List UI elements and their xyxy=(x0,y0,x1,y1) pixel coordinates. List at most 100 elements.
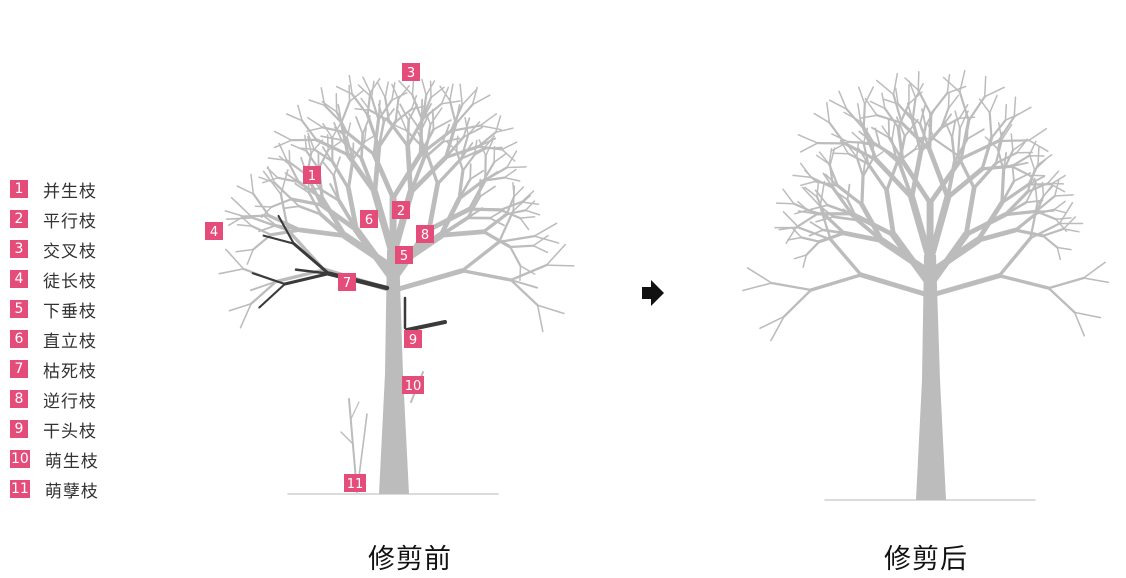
branch xyxy=(519,216,536,219)
branch xyxy=(858,130,875,145)
branch xyxy=(1054,194,1074,197)
branch xyxy=(348,90,364,103)
branch xyxy=(1073,311,1102,319)
branch xyxy=(314,138,350,157)
marker-badge xyxy=(360,210,378,228)
branch xyxy=(297,104,303,122)
branch xyxy=(285,113,303,122)
branch xyxy=(917,70,920,91)
branch xyxy=(422,103,432,120)
branch xyxy=(809,204,829,211)
branch xyxy=(1002,152,1007,172)
branch xyxy=(278,142,288,162)
branch xyxy=(951,119,957,139)
branch xyxy=(927,156,964,206)
branch-marker: 3 xyxy=(402,63,420,81)
marker-number: 10 xyxy=(405,379,422,394)
marker-badge xyxy=(395,246,413,264)
legend-label: 枯死枝 xyxy=(43,361,97,382)
branch xyxy=(228,303,252,312)
branch xyxy=(351,93,369,117)
branch xyxy=(846,183,851,201)
branch xyxy=(900,158,933,206)
branch xyxy=(832,215,859,222)
branch xyxy=(261,213,277,227)
branch xyxy=(372,118,381,157)
branch xyxy=(1028,174,1046,177)
branch xyxy=(944,121,953,139)
branch xyxy=(967,95,986,122)
branch xyxy=(849,211,896,238)
legend-item: 11 萌孽枝 xyxy=(10,474,140,504)
branch xyxy=(933,138,960,157)
branch xyxy=(545,243,566,266)
branch xyxy=(394,97,400,123)
branch xyxy=(269,228,302,237)
branch xyxy=(972,161,998,190)
branch xyxy=(319,196,348,239)
branch xyxy=(883,107,900,129)
branch xyxy=(782,211,800,229)
branch-marker: 10 xyxy=(402,376,424,394)
branch xyxy=(368,109,391,123)
branch xyxy=(1010,165,1031,177)
legend-item: 4 徒长枝 xyxy=(10,264,140,294)
branch xyxy=(273,139,293,149)
branch xyxy=(469,163,472,181)
branch xyxy=(1050,174,1066,185)
branch xyxy=(1004,112,1021,121)
branch xyxy=(506,166,527,169)
branch xyxy=(918,122,932,152)
marker-number: 8 xyxy=(421,228,429,243)
branch xyxy=(503,168,517,179)
branch xyxy=(354,108,371,111)
branch xyxy=(1010,161,1029,168)
branch xyxy=(376,81,386,99)
branch xyxy=(411,93,423,121)
branch xyxy=(1013,172,1032,183)
branch xyxy=(318,187,341,202)
branch xyxy=(466,207,484,219)
branch xyxy=(251,216,290,232)
branch xyxy=(330,159,351,191)
branch xyxy=(997,236,1033,278)
branch xyxy=(460,269,513,282)
branch xyxy=(267,166,276,184)
branch xyxy=(457,168,465,201)
branch xyxy=(797,210,819,215)
legend-item: 9 干头枝 xyxy=(10,414,140,444)
branch xyxy=(321,146,334,163)
branch xyxy=(362,76,372,94)
branch xyxy=(397,85,411,100)
branch xyxy=(897,102,911,129)
branch xyxy=(828,164,835,189)
branch xyxy=(435,156,463,186)
branch xyxy=(770,281,813,292)
legend-number-badge: 9 xyxy=(10,420,28,438)
branch xyxy=(444,135,465,159)
branch xyxy=(828,121,846,145)
branch xyxy=(958,104,969,119)
branch xyxy=(1047,286,1076,314)
branch xyxy=(1004,103,1008,121)
branch xyxy=(298,147,315,151)
branch xyxy=(1027,175,1046,186)
branch xyxy=(361,115,371,135)
branch xyxy=(345,130,376,157)
branch xyxy=(425,80,436,96)
branch xyxy=(1028,152,1036,171)
marker-number: 5 xyxy=(400,249,408,264)
branch xyxy=(225,248,245,270)
branch xyxy=(384,96,391,123)
branch xyxy=(792,202,819,215)
branch xyxy=(1000,179,1016,205)
branch xyxy=(831,152,850,155)
branch xyxy=(441,123,451,143)
branch xyxy=(225,217,254,220)
branch xyxy=(994,151,1018,165)
branch xyxy=(370,80,375,98)
branch xyxy=(438,229,487,238)
branch xyxy=(482,170,499,182)
branch xyxy=(406,117,425,148)
branch xyxy=(1003,209,1038,217)
